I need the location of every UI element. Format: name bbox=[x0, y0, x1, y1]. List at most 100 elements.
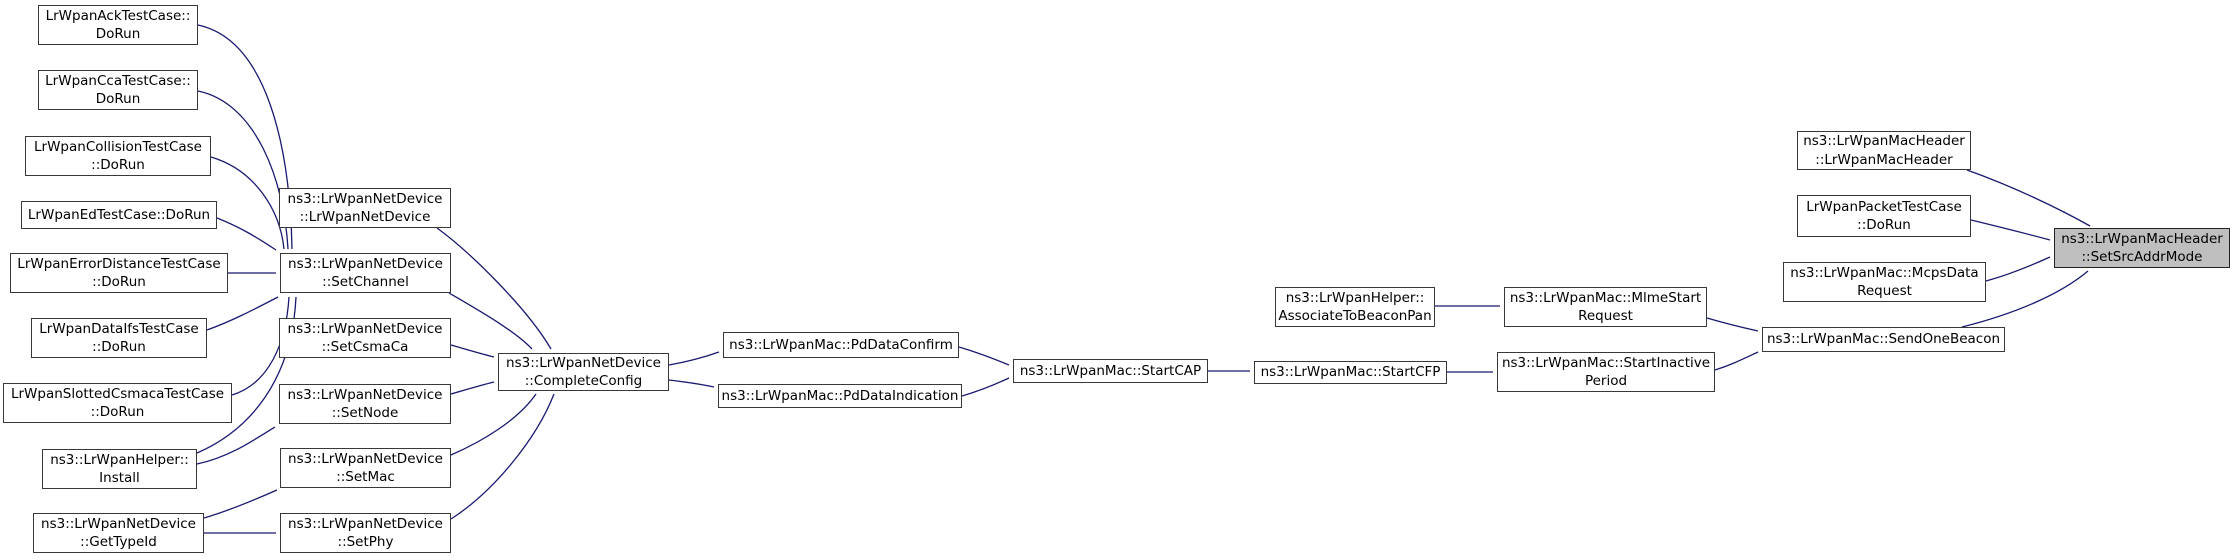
edge-helper-install-to-setnode bbox=[196, 426, 276, 465]
edge-setmac-to-completeconfig bbox=[450, 393, 537, 456]
node-label-line: LrWpanErrorDistanceTestCase bbox=[17, 255, 221, 272]
node-slottedcsmaca-dorun[interactable]: LrWpanSlottedCsmacaTestCase::DoRun bbox=[3, 383, 232, 423]
node-label-line: DoRun bbox=[95, 26, 141, 42]
node-label-line: ns3::LrWpanNetDevice bbox=[287, 190, 443, 207]
edge-completeconfig-to-pddataconfirm bbox=[668, 351, 720, 366]
node-label-line: ::GetTypeId bbox=[80, 534, 157, 550]
node-label-line: ns3::LrWpanNetDevice bbox=[288, 515, 443, 532]
node-label-line: ns3::LrWpanNetDevice bbox=[287, 320, 443, 337]
node-label-line: ns3::LrWpanMacHeader bbox=[2061, 230, 2223, 247]
edge-setcsmaca-to-completeconfig bbox=[450, 344, 495, 358]
node-macheader-ctor[interactable]: ns3::LrWpanMacHeader::LrWpanMacHeader bbox=[1797, 131, 1971, 170]
node-ack-dorun[interactable]: LrWpanAckTestCase::DoRun bbox=[38, 5, 198, 45]
node-label-line: ns3::LrWpanHelper:: bbox=[1285, 289, 1425, 306]
edge-pddataindication-to-startcap bbox=[961, 377, 1010, 397]
node-label-line: ::LrWpanMacHeader bbox=[1815, 151, 1953, 168]
node-label-line: ::SetChannel bbox=[322, 274, 409, 290]
node-helper-install[interactable]: ns3::LrWpanHelper::Install bbox=[42, 449, 197, 489]
node-label-line: ns3::LrWpanMac::MlmeStart bbox=[1509, 289, 1702, 306]
edge-slottedcsmaca-dorun-to-setchannel bbox=[231, 296, 290, 396]
edge-startinactiveperiod-to-sendonebeacon bbox=[1714, 351, 1759, 371]
node-label-line: ns3::LrWpanMac::PdDataIndication bbox=[721, 387, 959, 404]
node-label-line: ::SetMac bbox=[336, 469, 395, 485]
node-label-line: ns3::LrWpanNetDevice bbox=[288, 255, 443, 272]
node-label-line: ::DoRun bbox=[92, 274, 146, 290]
edge-netdevice-gettypeid-to-setmac bbox=[203, 489, 278, 519]
node-dataifs-dorun[interactable]: LrWpanDataIfsTestCase::DoRun bbox=[31, 318, 207, 358]
edge-completeconfig-to-pddataindication bbox=[668, 379, 715, 388]
edge-setphy-to-completeconfig bbox=[450, 393, 555, 520]
node-label-line: ns3::LrWpanMac::StartCAP bbox=[1019, 362, 1202, 379]
node-setphy[interactable]: ns3::LrWpanNetDevice::SetPhy bbox=[280, 513, 451, 553]
node-label-line: LrWpanEdTestCase::DoRun bbox=[27, 206, 211, 223]
node-startcap[interactable]: ns3::LrWpanMac::StartCAP bbox=[1013, 359, 1208, 383]
node-sendonebeacon[interactable]: ns3::LrWpanMac::SendOneBeacon bbox=[1762, 327, 2005, 352]
node-setcsmaca[interactable]: ns3::LrWpanNetDevice::SetCsmaCa bbox=[279, 318, 451, 358]
edge-collision-dorun-to-setchannel bbox=[210, 156, 285, 250]
node-label-line: ::DoRun bbox=[92, 339, 146, 355]
node-label-line: ns3::LrWpanNetDevice bbox=[41, 515, 196, 532]
node-netdevice-gettypeid[interactable]: ns3::LrWpanNetDevice::GetTypeId bbox=[33, 513, 204, 553]
node-pddataconfirm[interactable]: ns3::LrWpanMac::PdDataConfirm bbox=[723, 332, 959, 358]
node-label-line: LrWpanCollisionTestCase bbox=[34, 138, 202, 155]
node-setnode[interactable]: ns3::LrWpanNetDevice::SetNode bbox=[279, 384, 451, 424]
node-label-line: ns3::LrWpanMac::McpsData bbox=[1790, 264, 1979, 281]
node-label-line: ns3::LrWpanMac::PdDataConfirm bbox=[729, 336, 953, 353]
node-label-line: Request bbox=[1857, 283, 1912, 299]
node-label-line: LrWpanCcaTestCase:: bbox=[45, 72, 191, 89]
node-label-line: Install bbox=[99, 470, 140, 486]
node-label-line: Request bbox=[1578, 308, 1633, 324]
node-label-line: LrWpanPacketTestCase bbox=[1806, 198, 1962, 215]
node-completeconfig[interactable]: ns3::LrWpanNetDevice::CompleteConfig bbox=[498, 353, 669, 391]
node-label-line: ns3::LrWpanMac::StartCFP bbox=[1260, 364, 1441, 381]
node-label-line: ns3::LrWpanNetDevice bbox=[506, 354, 661, 371]
node-label-line: AssociateToBeaconPan bbox=[1278, 308, 1432, 324]
edge-dataifs-dorun-to-setchannel bbox=[206, 296, 279, 331]
edge-setnode-to-completeconfig bbox=[450, 381, 495, 395]
node-label-line: ns3::LrWpanMac::StartInactive bbox=[1501, 354, 1711, 371]
node-label-line: LrWpanAckTestCase:: bbox=[45, 7, 191, 24]
node-label-line: ::SetPhy bbox=[337, 534, 394, 550]
node-label-line: ::LrWpanNetDevice bbox=[299, 209, 431, 225]
edge-pddataconfirm-to-startcap bbox=[958, 346, 1010, 366]
node-label-line: LrWpanDataIfsTestCase bbox=[39, 320, 199, 337]
node-startcfp[interactable]: ns3::LrWpanMac::StartCFP bbox=[1254, 361, 1447, 384]
edge-sendonebeacon-to-setsrcaddrmode bbox=[1961, 270, 2089, 328]
node-label-line: ns3::LrWpanMac::SendOneBeacon bbox=[1766, 331, 2001, 348]
edge-mcpsdatarequest-to-setsrcaddrmode bbox=[1985, 256, 2051, 282]
node-netdevice-ctor[interactable]: ns3::LrWpanNetDevice::LrWpanNetDevice bbox=[279, 188, 451, 228]
node-cca-dorun[interactable]: LrWpanCcaTestCase::DoRun bbox=[38, 70, 198, 110]
node-ed-dorun[interactable]: LrWpanEdTestCase::DoRun bbox=[21, 201, 217, 229]
node-label-line: ns3::LrWpanNetDevice bbox=[287, 386, 443, 403]
edge-mlmestartrequest-to-sendonebeacon bbox=[1706, 317, 1759, 332]
edge-packet-dorun-to-setsrcaddrmode bbox=[1970, 219, 2051, 241]
node-label-line: ns3::LrWpanMacHeader bbox=[1803, 133, 1965, 149]
node-label-line: ::SetSrcAddrMode bbox=[2081, 249, 2203, 265]
node-label-line: ::DoRun bbox=[1857, 217, 1911, 233]
node-pddataindication[interactable]: ns3::LrWpanMac::PdDataIndication bbox=[718, 384, 962, 408]
node-label-line: LrWpanSlottedCsmacaTestCase bbox=[10, 385, 225, 402]
node-collision-dorun[interactable]: LrWpanCollisionTestCase::DoRun bbox=[25, 136, 211, 176]
node-label-line: DoRun bbox=[95, 91, 141, 107]
edge-setchannel-to-completeconfig bbox=[448, 292, 533, 350]
edges-group bbox=[196, 24, 2091, 534]
node-label-line: ::SetNode bbox=[331, 405, 399, 421]
node-label-line: ns3::LrWpanHelper:: bbox=[50, 451, 189, 468]
node-packet-dorun[interactable]: LrWpanPacketTestCase::DoRun bbox=[1797, 195, 1971, 237]
node-label-line: Period bbox=[1584, 373, 1628, 389]
node-label-line: ::DoRun bbox=[91, 157, 145, 173]
node-label-line: ns3::LrWpanNetDevice bbox=[288, 450, 443, 467]
node-setchannel[interactable]: ns3::LrWpanNetDevice::SetChannel bbox=[280, 253, 451, 293]
edge-macheader-ctor-to-setsrcaddrmode bbox=[1966, 169, 2091, 227]
edge-ed-dorun-to-setchannel bbox=[216, 217, 277, 251]
node-errordistance-dorun[interactable]: LrWpanErrorDistanceTestCase::DoRun bbox=[10, 253, 228, 293]
node-associatetobeaconpan[interactable]: ns3::LrWpanHelper::AssociateToBeaconPan bbox=[1275, 287, 1435, 327]
node-label-line: ::SetCsmaCa bbox=[321, 339, 409, 355]
node-setmac[interactable]: ns3::LrWpanNetDevice::SetMac bbox=[280, 448, 451, 488]
node-setsrcaddrmode: ns3::LrWpanMacHeader::SetSrcAddrMode bbox=[2054, 228, 2230, 268]
